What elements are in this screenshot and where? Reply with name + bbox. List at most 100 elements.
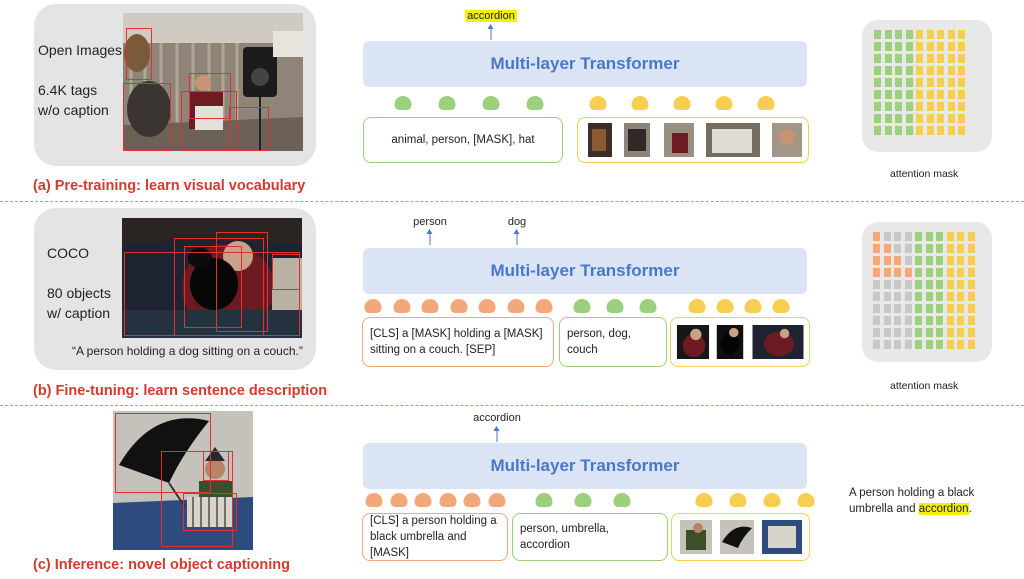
output-label-accordion: accordion <box>465 10 517 22</box>
image-token <box>757 96 775 110</box>
mask-cell <box>894 232 901 241</box>
mask-cell <box>946 280 954 289</box>
mask-cell <box>947 114 955 123</box>
mask-cell <box>957 256 964 265</box>
caption-token <box>535 299 553 313</box>
image-region-box <box>577 117 809 163</box>
mask-cell <box>883 268 891 277</box>
region-thumbnail <box>706 123 760 157</box>
mask-cell <box>873 328 880 337</box>
tag-input-box: person, dog, couch <box>559 317 667 367</box>
mask-cell <box>967 292 975 301</box>
mask-cell <box>925 232 933 241</box>
mask-cell <box>894 304 901 313</box>
caption-input-box: [CLS] a person holding a black umbrella … <box>362 513 508 561</box>
mask-cell <box>905 30 913 39</box>
mask-cell <box>925 316 933 325</box>
image-token <box>631 96 649 110</box>
mask-cell <box>874 126 881 135</box>
mask-cell <box>904 328 912 337</box>
caption-token <box>390 493 407 507</box>
mask-cell <box>947 126 955 135</box>
mask-cell <box>958 54 965 63</box>
tag-token <box>639 299 657 313</box>
section-divider <box>0 201 1024 202</box>
mask-cell <box>905 54 913 63</box>
mask-cell <box>937 90 944 99</box>
mask-cell <box>905 78 913 87</box>
mask-cell <box>947 42 955 51</box>
mask-cell <box>946 304 954 313</box>
mask-cell <box>874 42 881 51</box>
mask-cell <box>946 316 954 325</box>
image-token <box>688 299 706 313</box>
mask-cell <box>937 42 944 51</box>
mask-cell <box>926 114 934 123</box>
output-arrow <box>513 229 520 245</box>
mask-cell <box>884 66 892 75</box>
mask-cell <box>915 340 922 349</box>
image-token <box>673 96 691 110</box>
mask-cell <box>958 90 965 99</box>
tag-input-box: person, umbrella, accordion <box>512 513 668 561</box>
image-token <box>744 299 762 313</box>
caption-token <box>414 493 432 507</box>
mask-cell <box>967 316 975 325</box>
image-token <box>797 493 815 507</box>
caption-input-box: [CLS] a [MASK] holding a [MASK] sitting … <box>362 317 554 367</box>
mask-cell <box>884 54 892 63</box>
mask-cell <box>884 126 892 135</box>
mask-cell <box>884 114 892 123</box>
mask-cell <box>947 78 955 87</box>
generated-caption: A person holding a black umbrella and ac… <box>849 485 989 517</box>
mask-cell <box>904 316 912 325</box>
mask-cell <box>874 114 881 123</box>
mask-cell <box>946 244 954 253</box>
mask-cell <box>894 316 901 325</box>
mask-cell <box>904 340 912 349</box>
mask-cell <box>957 244 964 253</box>
mask-cell <box>936 304 943 313</box>
mask-cell <box>916 54 923 63</box>
mask-cell <box>957 232 964 241</box>
mask-cell <box>958 30 965 39</box>
mask-cell <box>957 340 964 349</box>
region-thumbnail <box>676 325 710 359</box>
mask-cell <box>894 268 901 277</box>
mask-cell <box>904 268 912 277</box>
mask-cell <box>926 30 934 39</box>
mask-cell <box>873 268 880 277</box>
mask-cell <box>926 66 934 75</box>
mask-cell <box>905 66 913 75</box>
mask-cell <box>883 304 891 313</box>
mask-cell <box>905 126 913 135</box>
mask-cell <box>947 90 955 99</box>
mask-cell <box>936 232 943 241</box>
mask-cell <box>894 340 901 349</box>
novel-object-highlight: accordion <box>918 503 969 515</box>
mask-cell <box>958 66 965 75</box>
mask-cell <box>916 102 923 111</box>
mask-cell <box>946 340 954 349</box>
mask-cell <box>915 232 922 241</box>
multilayer-transformer: Multi-layer Transformer <box>363 443 807 489</box>
caption-token <box>439 493 456 507</box>
mask-cell <box>883 256 891 265</box>
section-title-inference: (c) Inference: novel object captioning <box>33 557 291 573</box>
mask-cell <box>936 316 943 325</box>
section-divider <box>0 405 1024 406</box>
tag-token <box>606 299 624 313</box>
mask-cell <box>905 90 913 99</box>
mask-cell <box>946 256 954 265</box>
mask-cell <box>936 340 943 349</box>
coco-caption: “A person holding a dog sitting on a cou… <box>72 344 303 358</box>
section-title-finetuning: (b) Fine-tuning: learn sentence descript… <box>33 383 328 399</box>
mask-cell <box>874 54 881 63</box>
mask-cell <box>874 66 881 75</box>
mask-cell <box>967 340 975 349</box>
mask-cell <box>926 42 934 51</box>
region-thumbnail <box>752 325 804 359</box>
output-label-person: person <box>413 216 447 228</box>
tag-input-text: person, umbrella, accordion <box>520 523 609 551</box>
mask-cell <box>904 256 912 265</box>
